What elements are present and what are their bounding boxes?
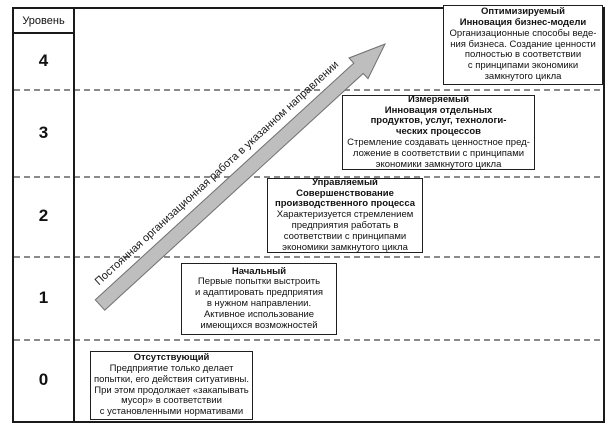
row-divider-2-1 bbox=[14, 256, 603, 258]
growth-arrow-icon bbox=[94, 43, 387, 311]
level-number-3: 3 bbox=[38, 122, 49, 142]
level-number-0: 0 bbox=[38, 370, 49, 389]
level-0-title: Отсутствующий bbox=[133, 352, 210, 364]
row-divider-3-2 bbox=[14, 176, 603, 178]
level-number-4: 4 bbox=[38, 50, 49, 70]
level-3-title: Измеряемый Инновация отдельных продуктов… bbox=[370, 93, 507, 138]
level-1-description: Первые попытки выстроить и адаптировать … bbox=[194, 276, 324, 331]
level-0-description: Предприятие только делает попытки, его д… bbox=[94, 362, 249, 418]
level-3-description: Стремление создавать ценностное пред- ло… bbox=[347, 136, 530, 170]
level-1-box: Начальный Первые попытки выстроить и ада… bbox=[181, 263, 337, 335]
level-4-description: Организационные способы веде- ния бизнес… bbox=[449, 27, 597, 82]
level-column: Уровень 4 3 2 1 0 bbox=[14, 9, 75, 421]
level-column-header: Уровень bbox=[14, 9, 73, 34]
level-number-2: 2 bbox=[38, 206, 49, 225]
level-2-box: Управляемый Совершенствование производст… bbox=[267, 176, 423, 253]
level-number-1: 1 bbox=[38, 287, 49, 307]
level-3-box: Измеряемый Инновация отдельных продуктов… bbox=[342, 93, 535, 170]
level-1-title: Начальный bbox=[231, 265, 287, 277]
level-4-box: Оптимизируемый Инновация бизнес-модели О… bbox=[443, 5, 603, 85]
diagram-frame: Постоянная организационная работа в указ… bbox=[12, 5, 605, 423]
level-2-title: Управляемый Совершенствование производст… bbox=[275, 176, 415, 210]
level-4-title: Оптимизируемый Инновация бизнес-модели bbox=[459, 6, 587, 28]
level-0-box: Отсутствующий Предприятие только делает … bbox=[90, 351, 253, 420]
row-divider-4-3 bbox=[14, 89, 603, 91]
row-divider-1-0 bbox=[14, 339, 603, 341]
level-2-description: Характеризуется стремлением предприятия … bbox=[276, 209, 414, 253]
arrow-label: Постоянная организационная работа в указ… bbox=[93, 59, 341, 288]
